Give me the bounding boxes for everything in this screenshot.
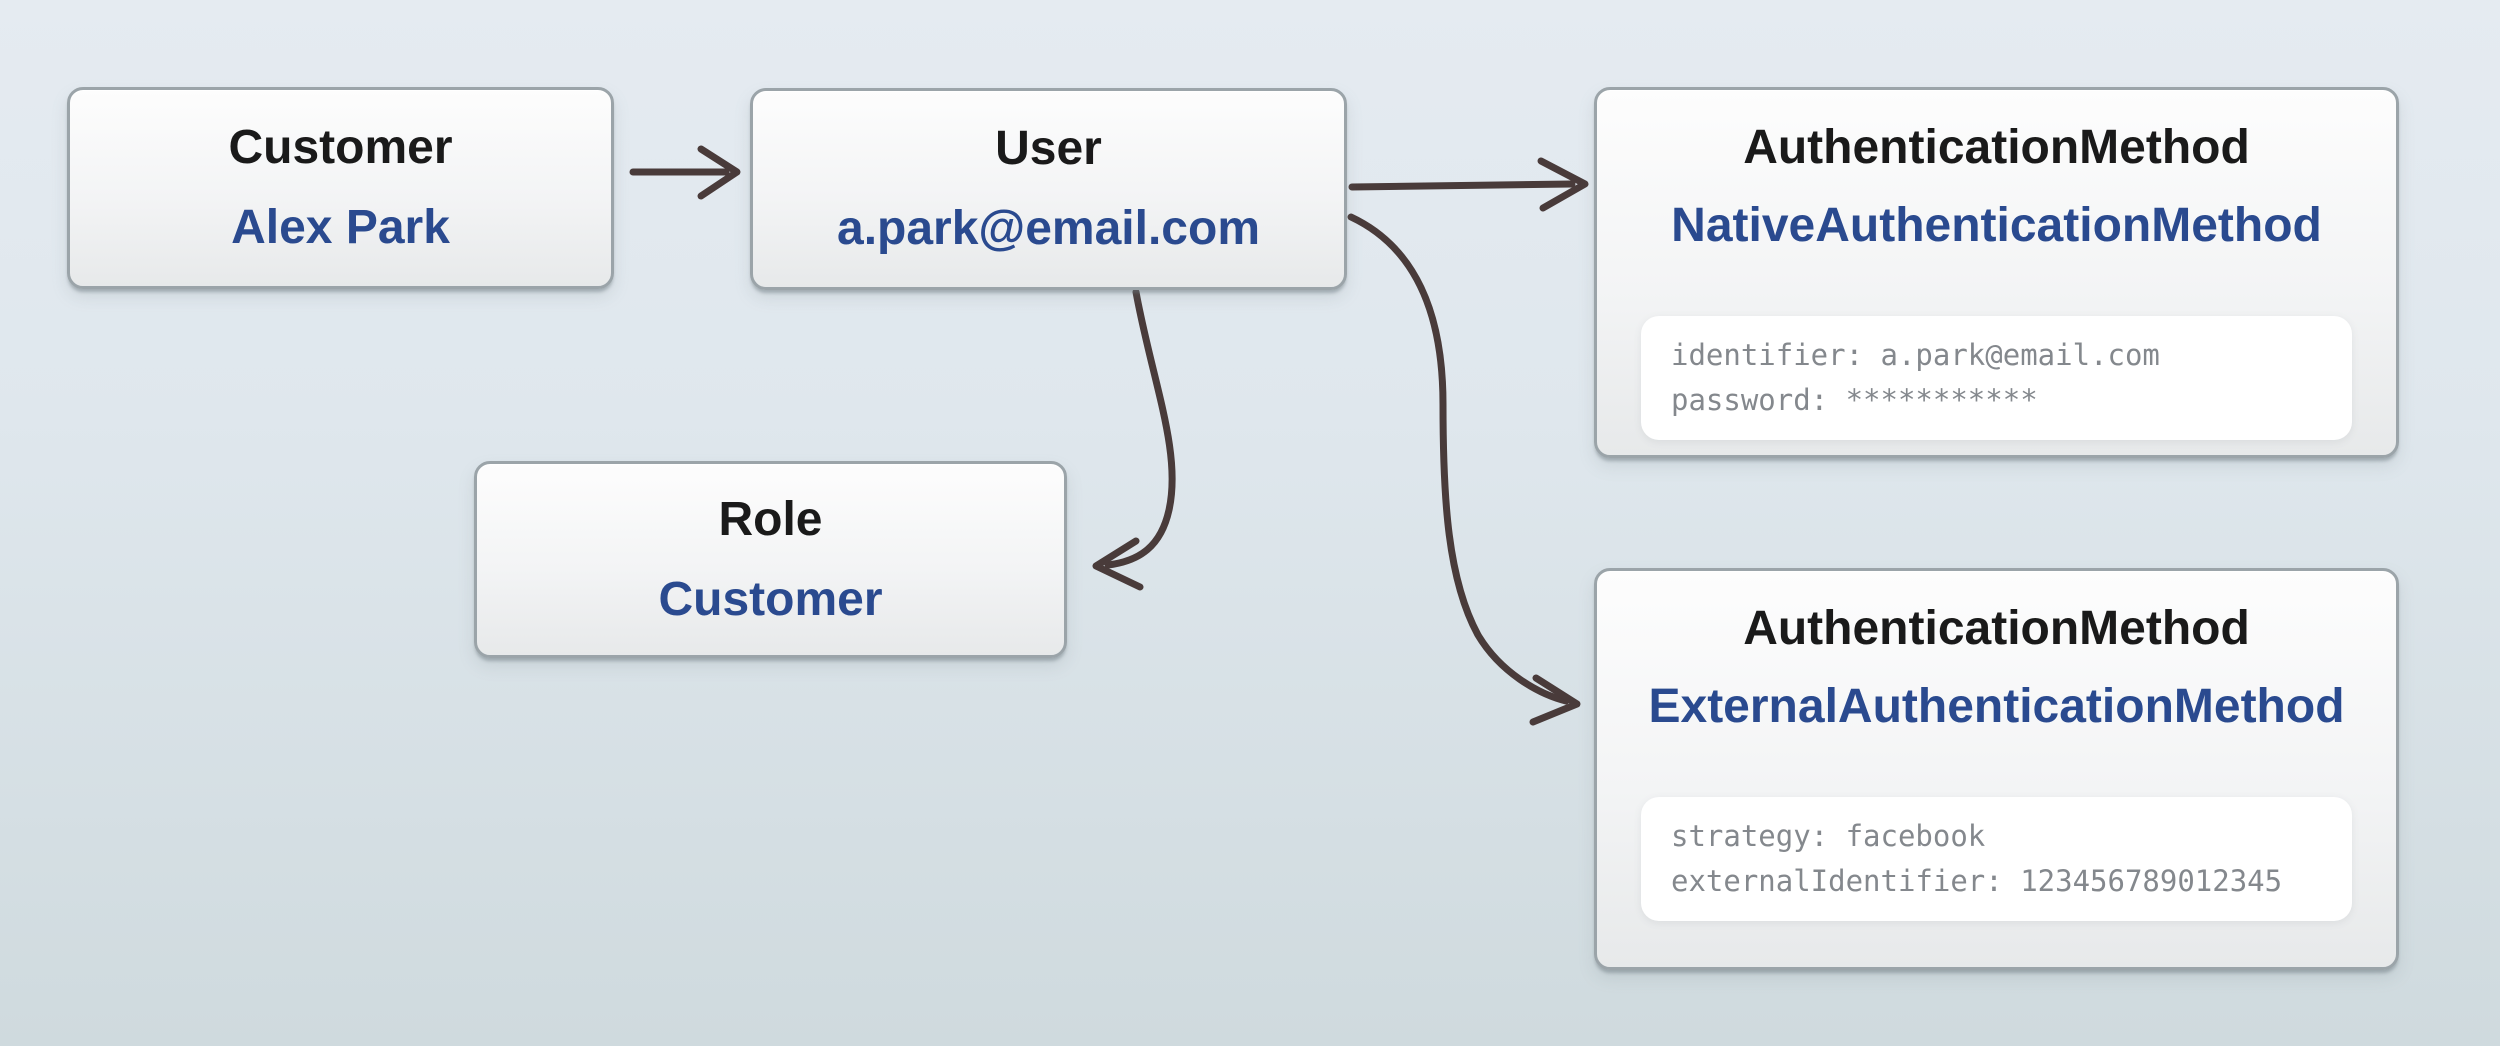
node-subtitle: ExternalAuthenticationMethod	[1648, 680, 2345, 733]
field-password: password: ***********	[1671, 383, 2038, 417]
edge-line	[1347, 213, 1570, 705]
edge-user-to-role	[1092, 288, 1176, 591]
arrowhead-icon	[697, 145, 741, 200]
node-title: Customer	[228, 121, 453, 174]
node-title: AuthenticationMethod	[1743, 602, 2250, 655]
field-external-identifier: externalIdentifier: 123456789012345	[1671, 864, 2283, 898]
node-subtitle: Alex Park	[231, 201, 450, 254]
edge-customer-to-user	[629, 145, 741, 200]
field-strategy: strategy: facebook	[1671, 819, 1986, 853]
arrowhead-icon	[1092, 537, 1144, 591]
fields-panel: identifier: a.park@email.com password: *…	[1641, 316, 2352, 440]
node-title: User	[995, 122, 1102, 175]
edge-user-to-native-auth	[1348, 157, 1589, 212]
arrowhead-icon	[1537, 157, 1589, 212]
field-identifier: identifier: a.park@email.com	[1671, 338, 2160, 372]
node-customer: Customer Alex Park	[67, 87, 614, 289]
node-subtitle: Customer	[658, 572, 883, 626]
arrowhead-icon	[1529, 674, 1581, 726]
node-role: Role Customer	[474, 461, 1067, 658]
node-title: Role	[718, 492, 823, 546]
node-native-authentication-method: AuthenticationMethod NativeAuthenticatio…	[1594, 87, 2399, 458]
node-external-authentication-method: AuthenticationMethod ExternalAuthenticat…	[1594, 568, 2399, 970]
edge-line	[1104, 288, 1176, 569]
node-title: AuthenticationMethod	[1743, 121, 2250, 174]
fields-panel: strategy: facebook externalIdentifier: 1…	[1641, 797, 2352, 921]
node-subtitle: a.park@email.com	[837, 202, 1260, 255]
node-subtitle: NativeAuthenticationMethod	[1671, 199, 2322, 252]
node-user: User a.park@email.com	[750, 88, 1347, 290]
edge-line	[1348, 180, 1576, 191]
edge-user-to-external-auth	[1347, 213, 1581, 726]
